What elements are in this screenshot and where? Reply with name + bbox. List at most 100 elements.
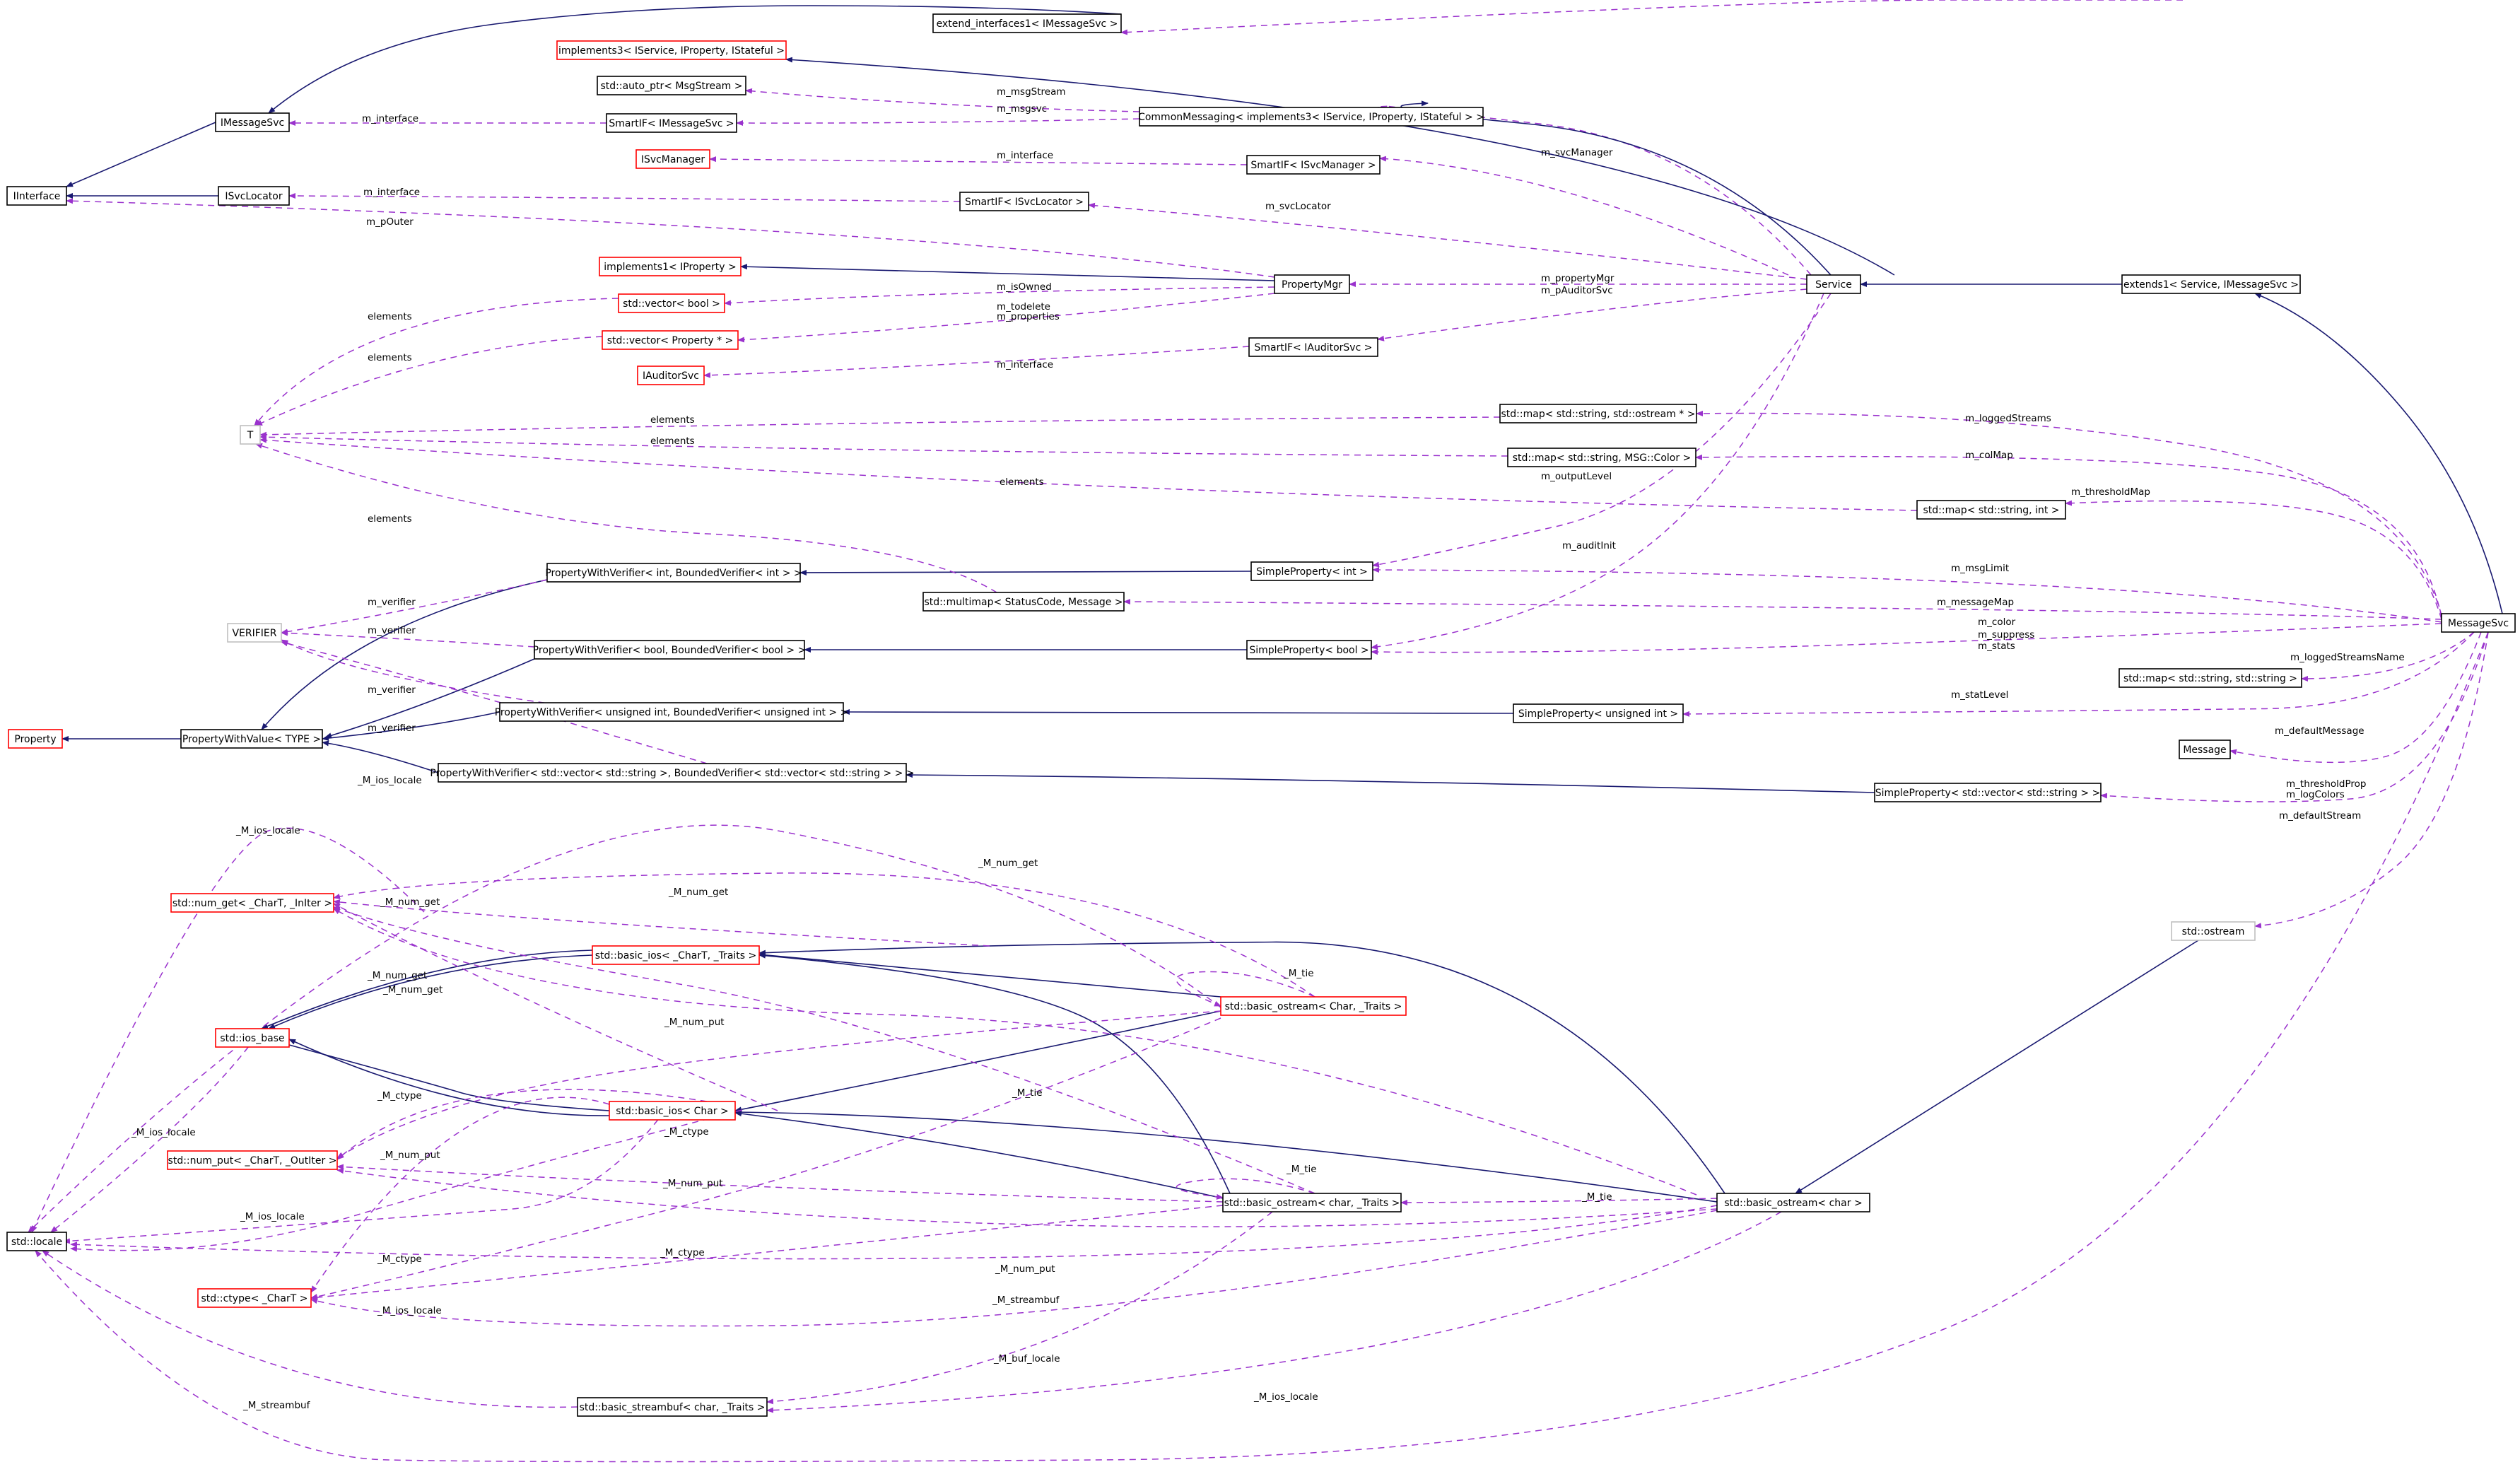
class-node-pwv-bool[interactable]: PropertyWithVerifier< bool, BoundedVerif… bbox=[533, 640, 807, 660]
node-label: PropertyWithVerifier< int, BoundedVerifi… bbox=[545, 568, 802, 579]
class-node-implements3[interactable]: implements3< IService, IProperty, IState… bbox=[556, 40, 787, 60]
edge-label: m_verifier bbox=[368, 723, 416, 734]
usage-edge-56 bbox=[1123, 599, 2442, 620]
class-node-property[interactable]: Property bbox=[8, 729, 63, 749]
edge-label: elements bbox=[650, 436, 695, 447]
node-label: std::map< std::string, MSG::Color > bbox=[1513, 452, 1692, 464]
class-node-auto-ptr[interactable]: std::auto_ptr< MsgStream > bbox=[597, 76, 746, 95]
edge-label: _M_ctype bbox=[377, 1253, 422, 1265]
class-node-simpleproperty-uint[interactable]: SimpleProperty< unsigned int > bbox=[1513, 703, 1684, 723]
class-node-map-int[interactable]: std::map< std::string, int > bbox=[1916, 500, 2066, 520]
class-node-extend-interfaces1[interactable]: extend_interfaces1< IMessageSvc > bbox=[932, 13, 1122, 33]
class-node-ostream[interactable]: std::ostream bbox=[2171, 921, 2256, 941]
usage-edge-46 bbox=[1696, 410, 2442, 616]
class-node-ios-base[interactable]: std::ios_base bbox=[215, 1028, 290, 1048]
node-label: SmartIF< ISvcManager > bbox=[1250, 160, 1376, 171]
node-box bbox=[1806, 274, 1861, 294]
class-node-iauditorsvc[interactable]: IAuditorSvc bbox=[637, 366, 705, 385]
edge-label: m_todelete bbox=[997, 301, 1050, 312]
node-label: T bbox=[247, 430, 254, 441]
class-node-isvclocator[interactable]: ISvcLocator bbox=[218, 186, 290, 206]
class-node-smartif-isvclocator[interactable]: SmartIF< ISvcLocator > bbox=[959, 192, 1089, 211]
class-node-smartif-imessagesvc[interactable]: SmartIF< IMessageSvc > bbox=[606, 113, 737, 133]
class-node-pwv-vector[interactable]: PropertyWithVerifier< std::vector< std::… bbox=[430, 763, 915, 783]
class-node-verifier[interactable]: VERIFIER bbox=[227, 623, 282, 643]
edge-label: _M_ctype bbox=[377, 1090, 422, 1101]
class-node-vector-property[interactable]: std::vector< Property * > bbox=[602, 330, 739, 350]
class-node-locale[interactable]: std::locale bbox=[6, 1232, 67, 1251]
node-label: implements1< IProperty > bbox=[604, 262, 736, 273]
node-label: IInterface bbox=[13, 191, 61, 202]
class-node-extends1[interactable]: extends1< Service, IMessageSvc > bbox=[2121, 274, 2301, 294]
class-node-messagesvc[interactable]: MessageSvc bbox=[2441, 613, 2516, 633]
class-node-service[interactable]: Service bbox=[1806, 274, 1861, 294]
class-node-basic-ostream-char[interactable]: std::basic_ostream< char > bbox=[1716, 1193, 1870, 1212]
class-node-commonmessaging[interactable]: CommonMessaging< implements3< IService, … bbox=[1138, 107, 1484, 127]
usage-edge-74 bbox=[336, 1010, 1221, 1159]
class-node-pwv-uint[interactable]: PropertyWithVerifier< unsigned int, Boun… bbox=[495, 702, 849, 722]
edge-label: m_msgLimit bbox=[1951, 563, 2009, 574]
class-node-message[interactable]: Message bbox=[2179, 740, 2231, 759]
class-node-basic-ios-chart[interactable]: std::basic_ios< _CharT, _Traits > bbox=[592, 945, 760, 965]
edge-label: m_defaultMessage bbox=[2275, 725, 2364, 737]
class-node-propertywithvalue[interactable]: PropertyWithValue< TYPE > bbox=[180, 729, 323, 749]
usage-edge-54 bbox=[1372, 567, 2442, 623]
usage-edge-3 bbox=[1376, 105, 1812, 276]
class-node-map-string[interactable]: std::map< std::string, std::string > bbox=[2118, 668, 2302, 688]
class-node-num-put[interactable]: std::num_put< _CharT, _OutIter > bbox=[167, 1150, 338, 1170]
node-box bbox=[240, 425, 261, 445]
class-node-num-get[interactable]: std::num_get< _CharT, _InIter > bbox=[170, 893, 334, 913]
usage-edge-84 bbox=[310, 1205, 1224, 1301]
class-node-pwv-int[interactable]: PropertyWithVerifier< int, BoundedVerifi… bbox=[545, 563, 802, 583]
class-node-basic-ostream-char-traits[interactable]: std::basic_ostream< char, _Traits > bbox=[1222, 1193, 1402, 1212]
class-node-simpleproperty-vector[interactable]: SimpleProperty< std::vector< std::string… bbox=[1874, 783, 2102, 802]
class-node-t[interactable]: T bbox=[240, 425, 261, 445]
class-node-basic-streambuf[interactable]: std::basic_streambuf< char, _Traits > bbox=[577, 1397, 768, 1417]
node-box bbox=[534, 640, 805, 660]
class-node-multimap[interactable]: std::multimap< StatusCode, Message > bbox=[922, 592, 1125, 612]
edge-label: m_stats bbox=[1978, 641, 2015, 652]
class-node-propertymgr[interactable]: PropertyMgr bbox=[1274, 274, 1350, 294]
class-node-basic-ios-char[interactable]: std::basic_ios< Char > bbox=[609, 1101, 736, 1121]
node-box bbox=[1222, 1193, 1402, 1212]
class-node-map-color[interactable]: std::map< std::string, MSG::Color > bbox=[1507, 448, 1696, 467]
usage-edge-45 bbox=[259, 416, 1501, 438]
usage-edge-57 bbox=[281, 630, 535, 648]
class-node-smartif-iauditorsvc[interactable]: SmartIF< IAuditorSvc > bbox=[1248, 337, 1378, 357]
class-node-map-ostream[interactable]: std::map< std::string, std::ostream * > bbox=[1499, 404, 1697, 423]
usage-edge-61 bbox=[281, 641, 708, 764]
node-box bbox=[2118, 668, 2302, 688]
class-node-simpleproperty-int[interactable]: SimpleProperty< int > bbox=[1250, 561, 1373, 581]
edge-label: _M_ios_locale bbox=[1253, 1391, 1318, 1403]
node-box bbox=[215, 112, 290, 132]
inheritance-edge-21 bbox=[758, 952, 1221, 998]
inheritance-edge-16 bbox=[324, 658, 535, 739]
node-box bbox=[2171, 921, 2256, 941]
class-node-ctype[interactable]: std::ctype< _CharT > bbox=[197, 1288, 312, 1308]
node-box bbox=[1499, 404, 1697, 423]
node-box bbox=[2179, 740, 2231, 759]
class-node-vector-bool[interactable]: std::vector< bool > bbox=[618, 293, 725, 313]
class-node-smartif-isvcmanager[interactable]: SmartIF< ISvcManager > bbox=[1246, 155, 1381, 175]
class-node-implements1-iproperty[interactable]: implements1< IProperty > bbox=[599, 257, 742, 276]
node-label: IAuditorSvc bbox=[643, 370, 699, 382]
node-box bbox=[1507, 448, 1696, 467]
usage-edge-30 bbox=[745, 88, 1140, 112]
usage-edge-67 bbox=[333, 872, 1315, 998]
class-node-basic-ostream-char[interactable]: std::basic_ostream< Char, _Traits > bbox=[1220, 996, 1407, 1016]
node-label: Property bbox=[14, 734, 56, 745]
class-node-isvcmanager[interactable]: ISvcManager bbox=[635, 149, 710, 169]
usage-edge-60 bbox=[2301, 631, 2475, 682]
edge-label: m_defaultStream bbox=[2279, 810, 2361, 822]
usage-edge-43 bbox=[737, 293, 1275, 343]
node-box bbox=[592, 945, 760, 965]
usage-edge-86 bbox=[70, 1205, 1718, 1260]
node-label: PropertyWithVerifier< unsigned int, Boun… bbox=[495, 707, 849, 718]
node-label: CommonMessaging< implements3< IService, … bbox=[1138, 112, 1484, 123]
usage-edge-50 bbox=[2065, 500, 2442, 620]
class-node-iinterface[interactable]: IInterface bbox=[6, 186, 67, 206]
edge-label: m_suppress bbox=[1978, 629, 2034, 641]
class-node-imessagesvc[interactable]: IMessageSvc bbox=[215, 112, 290, 132]
edge-label: _M_num_get bbox=[668, 887, 728, 898]
class-node-simpleproperty-bool[interactable]: SimpleProperty< bool > bbox=[1246, 640, 1372, 660]
